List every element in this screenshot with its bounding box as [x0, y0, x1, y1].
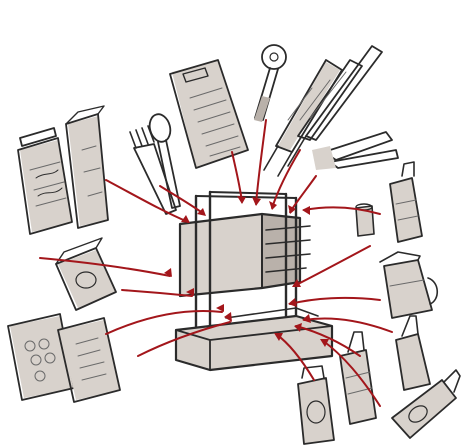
- organizer-rack: [176, 192, 332, 370]
- moka-pot: [380, 252, 437, 318]
- glass-jar: [18, 128, 72, 234]
- food-packages: [8, 314, 120, 402]
- tongs: [312, 132, 398, 170]
- pizza-cutter: [254, 45, 286, 122]
- fork: [130, 126, 176, 214]
- spoon: [147, 112, 180, 208]
- tall-box: [66, 106, 108, 228]
- cutting-board: [170, 60, 248, 168]
- small-box: [56, 238, 116, 310]
- spice-bottle: [390, 162, 422, 242]
- jar-bottle: [298, 366, 334, 444]
- oil-bottle: [396, 316, 430, 390]
